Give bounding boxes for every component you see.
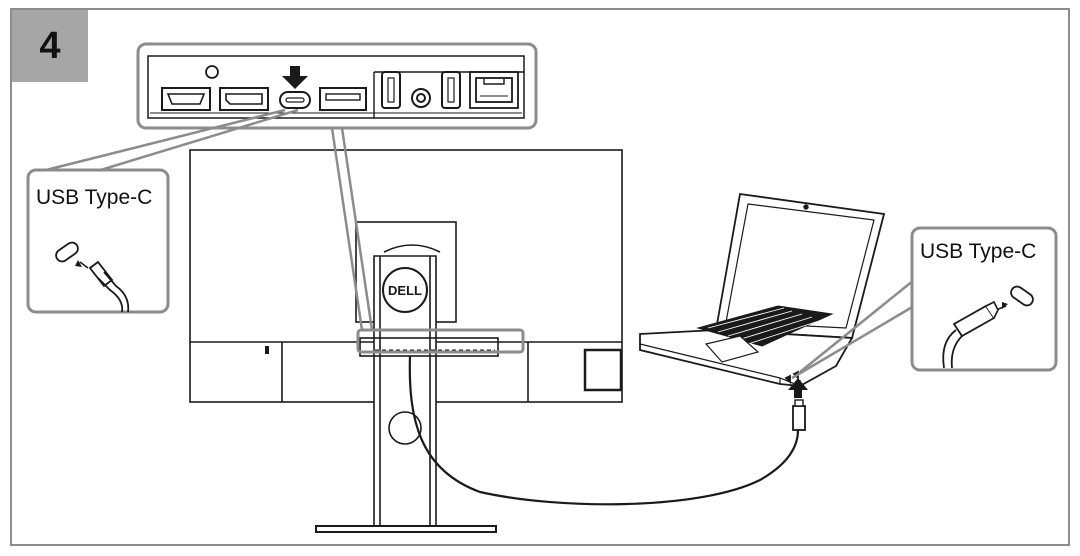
dell-logo: DELL [382,267,428,313]
port-panel-zoom [136,42,538,130]
step-number-box: 4 [12,10,88,82]
usb-c-cable [408,355,800,506]
zoom-leader-lines [330,127,374,331]
left-callout-leader [37,108,299,174]
right-callout-leader [791,279,915,380]
step-number: 4 [39,25,61,67]
usb-c-port [279,91,311,109]
right-callout [910,226,1058,372]
hdmi-port [161,87,211,111]
usb-c-plug [792,399,806,431]
svg-text:DELL: DELL [388,283,422,298]
diagram-frame [10,8,1070,546]
laptop-port-label: USB Type-C [920,240,1037,263]
monitor-rear [189,149,623,533]
left-callout [26,168,170,314]
usb-a-port-vertical [441,71,461,109]
monitor-port-label: USB Type-C [36,186,153,209]
displayport-port [219,87,269,111]
insert-arrow-icon [788,378,808,398]
laptop [639,192,886,387]
usb-a-port-vertical [381,71,401,109]
insert-arrow-icon [282,66,308,89]
port-area-highlight [356,328,525,354]
usb-a-port [319,87,367,111]
audio-jack [411,88,431,108]
ethernet-port [469,71,519,109]
